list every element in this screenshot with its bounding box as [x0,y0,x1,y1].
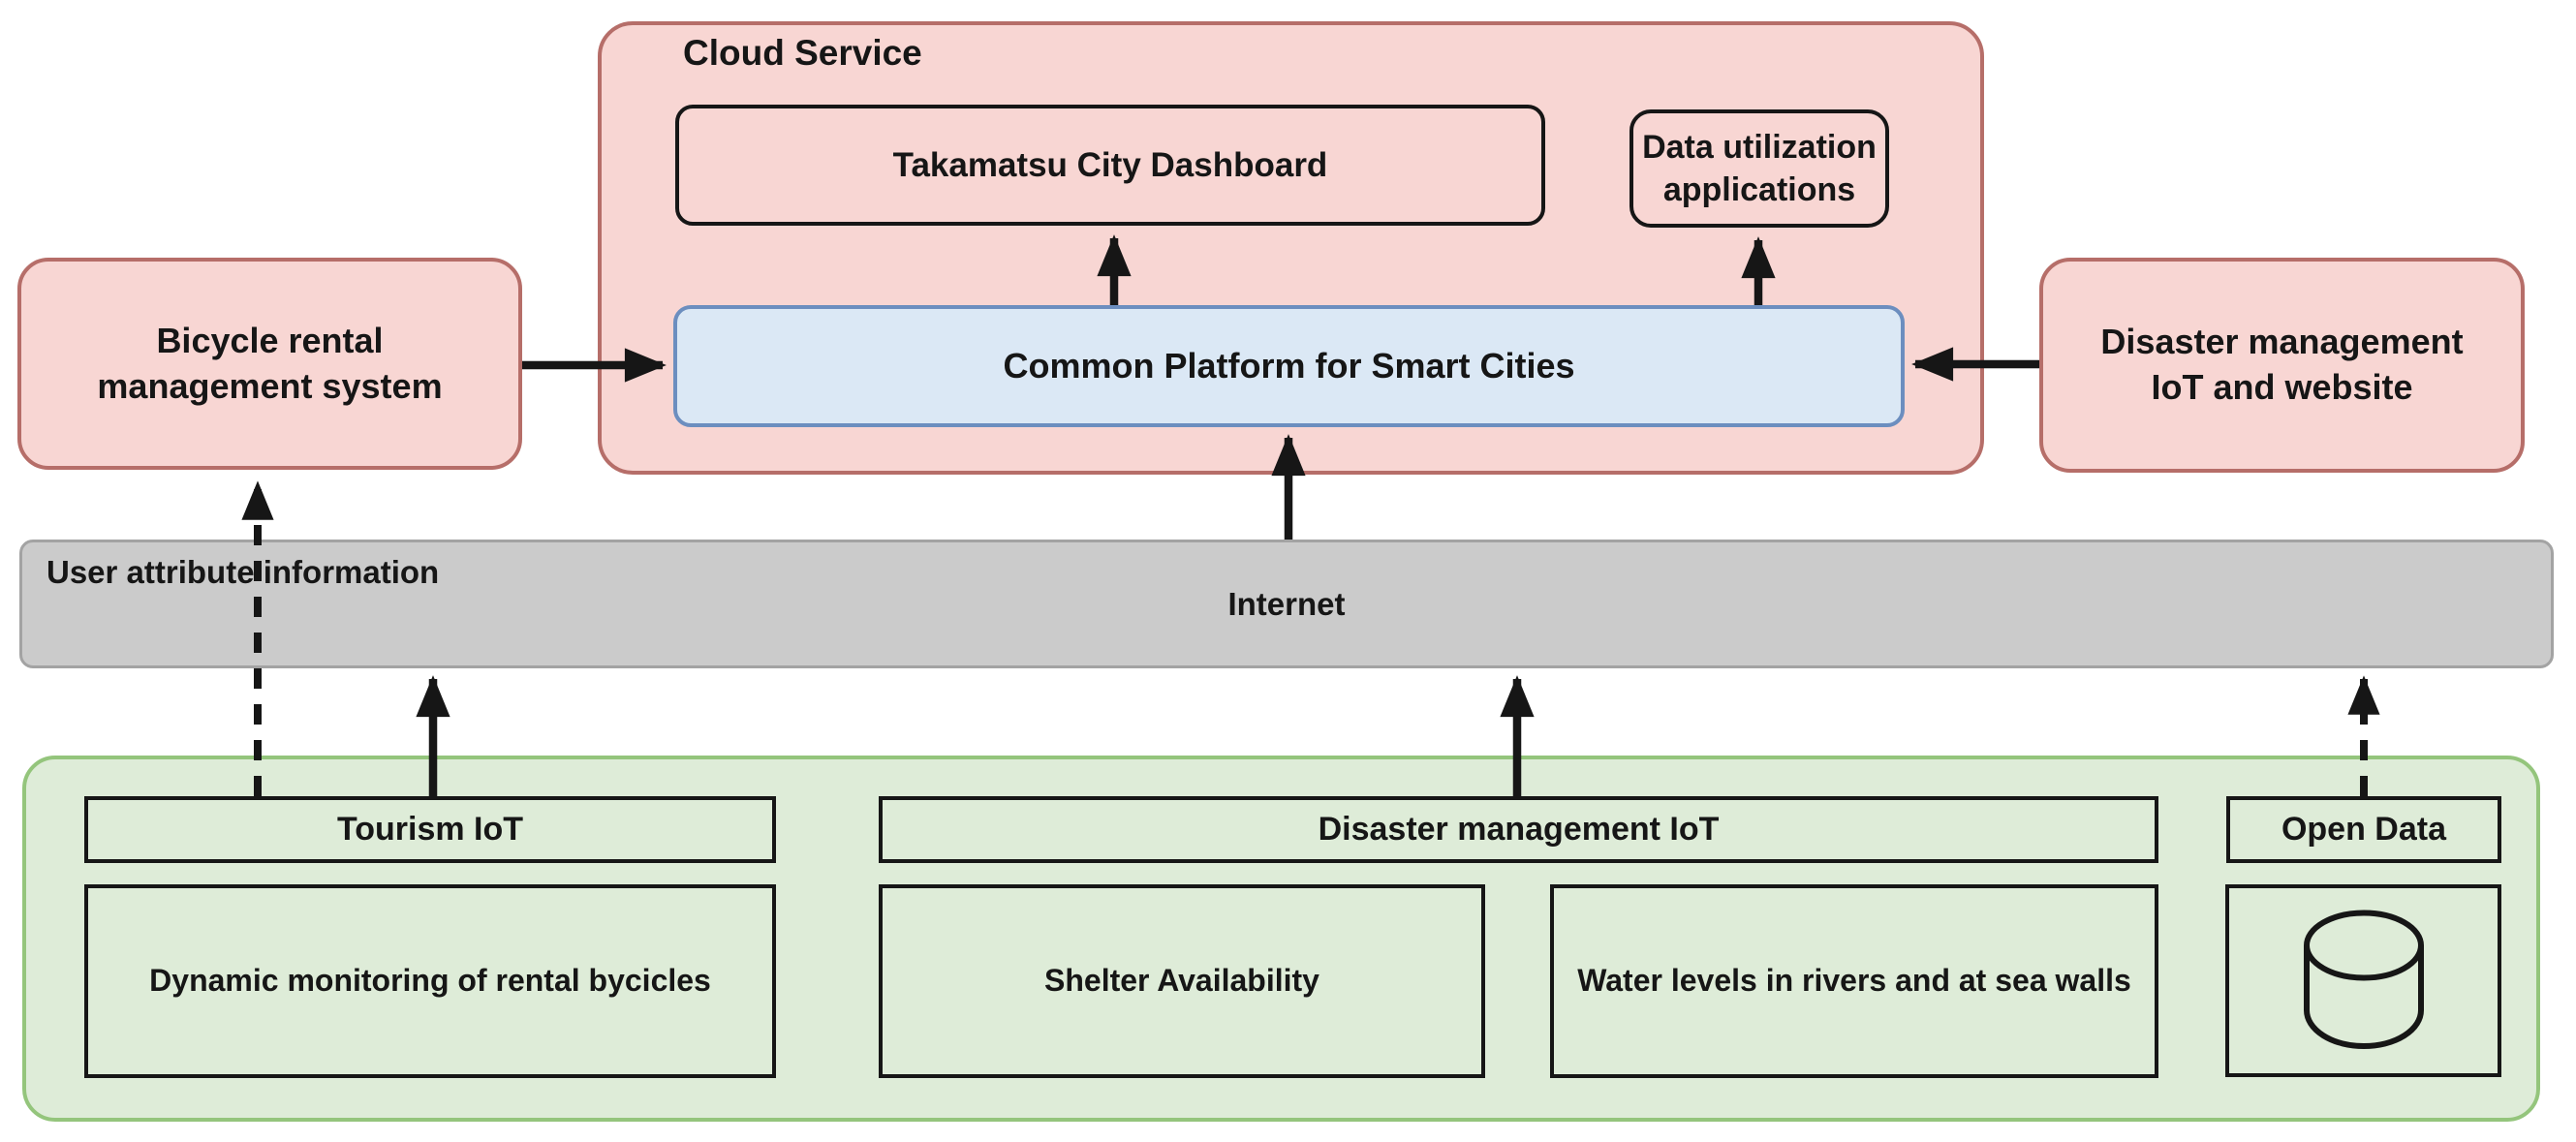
internet-label: Internet [1227,585,1346,622]
disaster-iot-website-label: Disaster management IoT and website [2100,322,2464,407]
data-utilization-apps-box: Data utilization applications [1629,109,1889,228]
user-attribute-annotation: User attribute information [47,554,440,590]
shelter-availability-label: Shelter Availability [1044,963,1319,999]
disaster-iot-label: Disaster management IoT [1318,811,1720,848]
tourism-monitoring-box: Dynamic monitoring of rental bycicles [84,884,776,1078]
shelter-availability-box: Shelter Availability [879,884,1485,1078]
bicycle-rental-system-box: Bicycle rental management system [17,258,522,470]
bicycle-rental-system-label: Bicycle rental management system [97,320,443,406]
water-levels-label: Water levels in rivers and at sea walls [1577,963,2131,999]
field-devices-container [22,756,2540,1122]
tourism-iot-header: Tourism IoT [84,796,776,863]
open-data-header: Open Data [2226,796,2501,863]
database-cylinder-icon [2303,910,2424,1049]
internet-bar: User attribute information Internet [19,540,2554,668]
disaster-iot-website-box: Disaster management IoT and website [2039,258,2525,473]
open-data-label: Open Data [2281,811,2447,848]
tourism-monitoring-label: Dynamic monitoring of rental bycicles [149,963,711,999]
open-data-store-box [2225,884,2501,1077]
cloud-service-title: Cloud Service [683,33,922,73]
common-platform-box: Common Platform for Smart Cities [673,305,1905,427]
takamatsu-dashboard-label: Takamatsu City Dashboard [892,145,1328,184]
takamatsu-dashboard-box: Takamatsu City Dashboard [675,105,1545,226]
water-levels-box: Water levels in rivers and at sea walls [1550,884,2158,1078]
tourism-iot-label: Tourism IoT [336,811,524,848]
common-platform-label: Common Platform for Smart Cities [1003,346,1575,386]
disaster-iot-header: Disaster management IoT [879,796,2158,863]
data-utilization-apps-label: Data utilization applications [1642,128,1877,208]
